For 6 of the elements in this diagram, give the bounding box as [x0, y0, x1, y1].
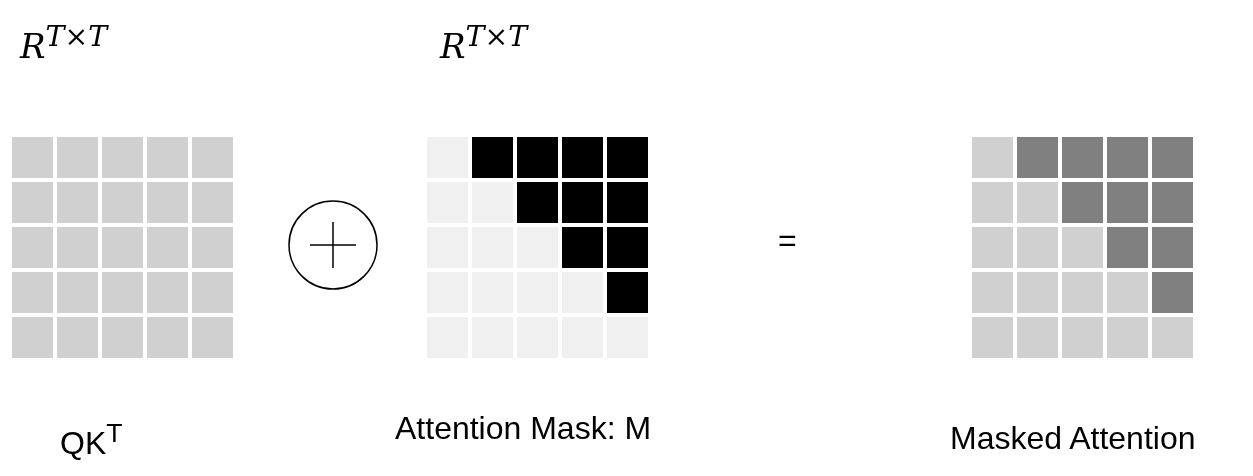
matrix-caption: QK$^{T}$ [60, 418, 123, 462]
matrix-dimension-label: R$^{T×T}$ [440, 20, 528, 67]
equals-sign: = [778, 222, 797, 259]
matrix-caption: Masked Attention [950, 420, 1196, 457]
matrix-caption: Attention Mask: M [395, 410, 652, 447]
matrix-dimension-label: R$^{T×T}$ [20, 20, 108, 67]
